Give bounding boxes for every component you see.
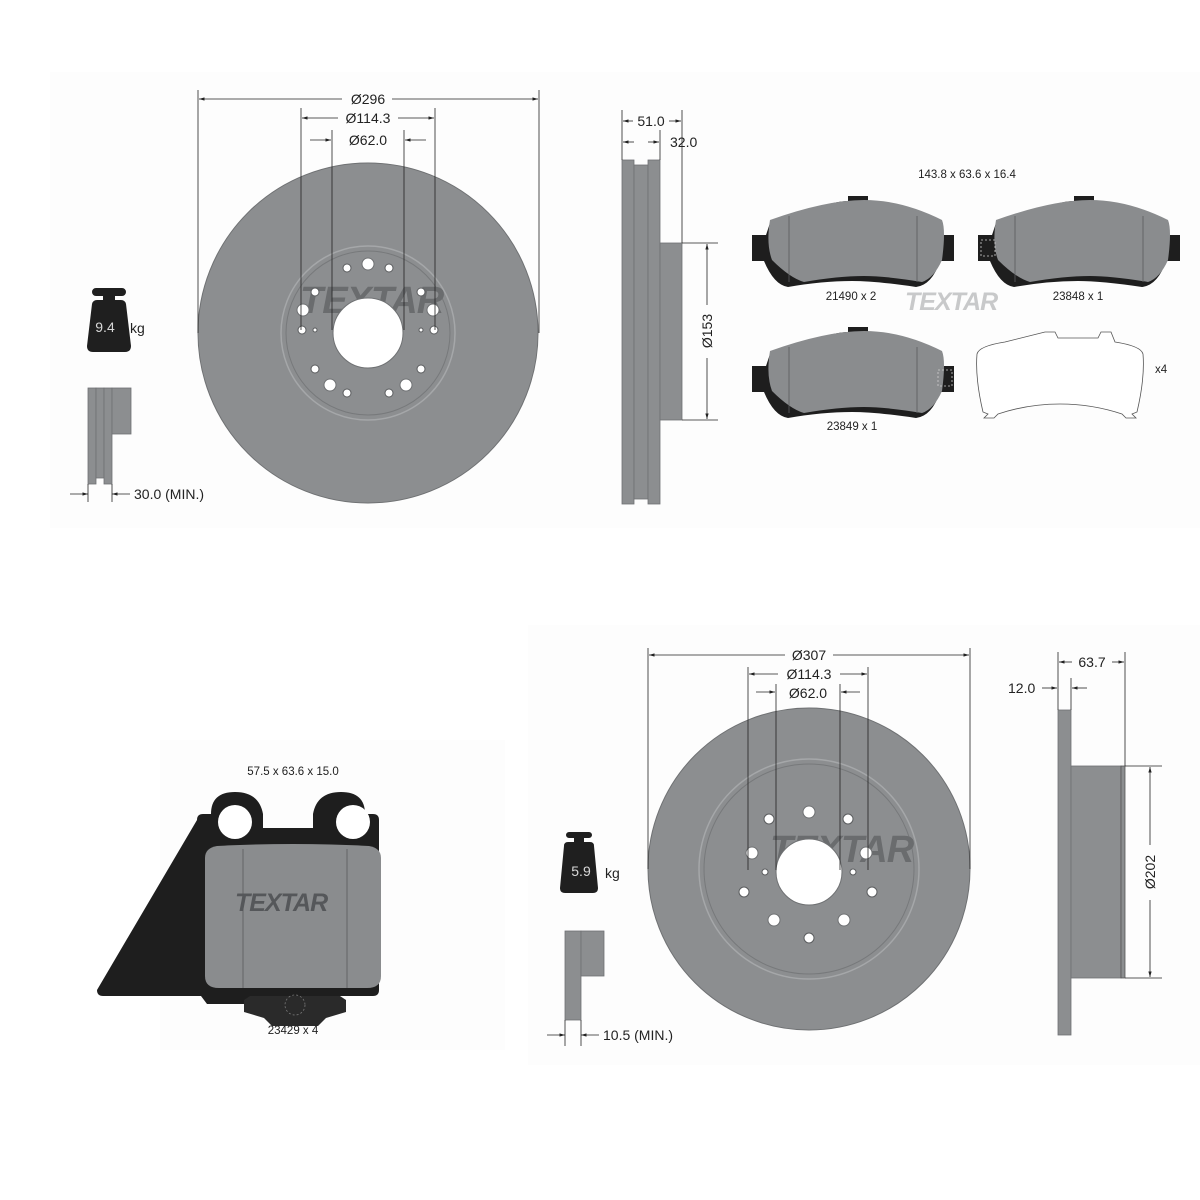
rear-disc-face: TEXTAR: [647, 647, 971, 1031]
rear-min-thickness: 10.5 (MIN.): [603, 1027, 673, 1043]
front-disc-face: TEXTAR: [197, 90, 540, 504]
rear-pad-dimensions: 57.5 x 63.6 x 15.0: [247, 766, 338, 778]
front-min-thickness: 30.0 (MIN.): [134, 486, 204, 502]
front-weight-value: 9.4: [95, 319, 115, 335]
pad-label-23848: 23848 x 1: [1053, 291, 1104, 303]
shim-quantity: x4: [1155, 364, 1168, 376]
front-weight-icon: 9.4 kg: [87, 288, 145, 352]
front-hat-diameter: Ø153: [699, 314, 715, 348]
rear-pad-label: 23429 x 4: [268, 1025, 319, 1037]
wear-sensor-icon: [937, 369, 953, 387]
rear-outer-diameter: Ø307: [792, 647, 826, 663]
rear-weight-icon: 5.9 kg: [560, 832, 620, 893]
front-min-thickness-section: 30.0 (MIN.): [70, 387, 204, 502]
front-pad-23848: 23848 x 1: [978, 196, 1180, 303]
front-outer-diameter: Ø296: [351, 91, 385, 107]
rear-pad-logo: TEXTAR: [235, 889, 328, 917]
pads-logo: TEXTAR: [905, 288, 998, 316]
pad-label-21490: 21490 x 2: [826, 291, 877, 303]
front-disc-side-view: 51.0 32.0 Ø153: [621, 110, 718, 505]
pad-label-23849: 23849 x 1: [827, 421, 878, 433]
rear-bolt-circle: Ø114.3: [787, 666, 832, 682]
front-pad-23849: 23849 x 1: [752, 327, 954, 433]
rear-weight-unit: kg: [605, 865, 620, 881]
rear-min-thickness-section: 10.5 (MIN.): [547, 930, 673, 1046]
rear-thickness: 12.0: [1008, 680, 1035, 696]
front-weight-unit: kg: [130, 320, 145, 336]
rear-center-bore: Ø62.0: [789, 685, 827, 701]
anti-squeal-shim: x4: [976, 331, 1168, 419]
front-thickness: 32.0: [670, 134, 697, 150]
wear-sensor-icon: [980, 239, 996, 257]
front-pad-dimensions: 143.8 x 63.6 x 16.4: [918, 169, 1016, 181]
rear-hat-diameter: Ø202: [1142, 855, 1158, 889]
rear-pad-23429: TEXTAR 23429 x 4: [97, 792, 381, 1037]
rear-total-height: 63.7: [1078, 654, 1105, 670]
rear-disc-side-view: 63.7 12.0 Ø202: [1008, 652, 1162, 1036]
rear-weight-value: 5.9: [571, 863, 591, 879]
front-bolt-circle: Ø114.3: [346, 110, 391, 126]
front-center-bore: Ø62.0: [349, 132, 387, 148]
front-total-height: 51.0: [637, 113, 664, 129]
front-pad-21490: 21490 x 2: [752, 196, 954, 303]
